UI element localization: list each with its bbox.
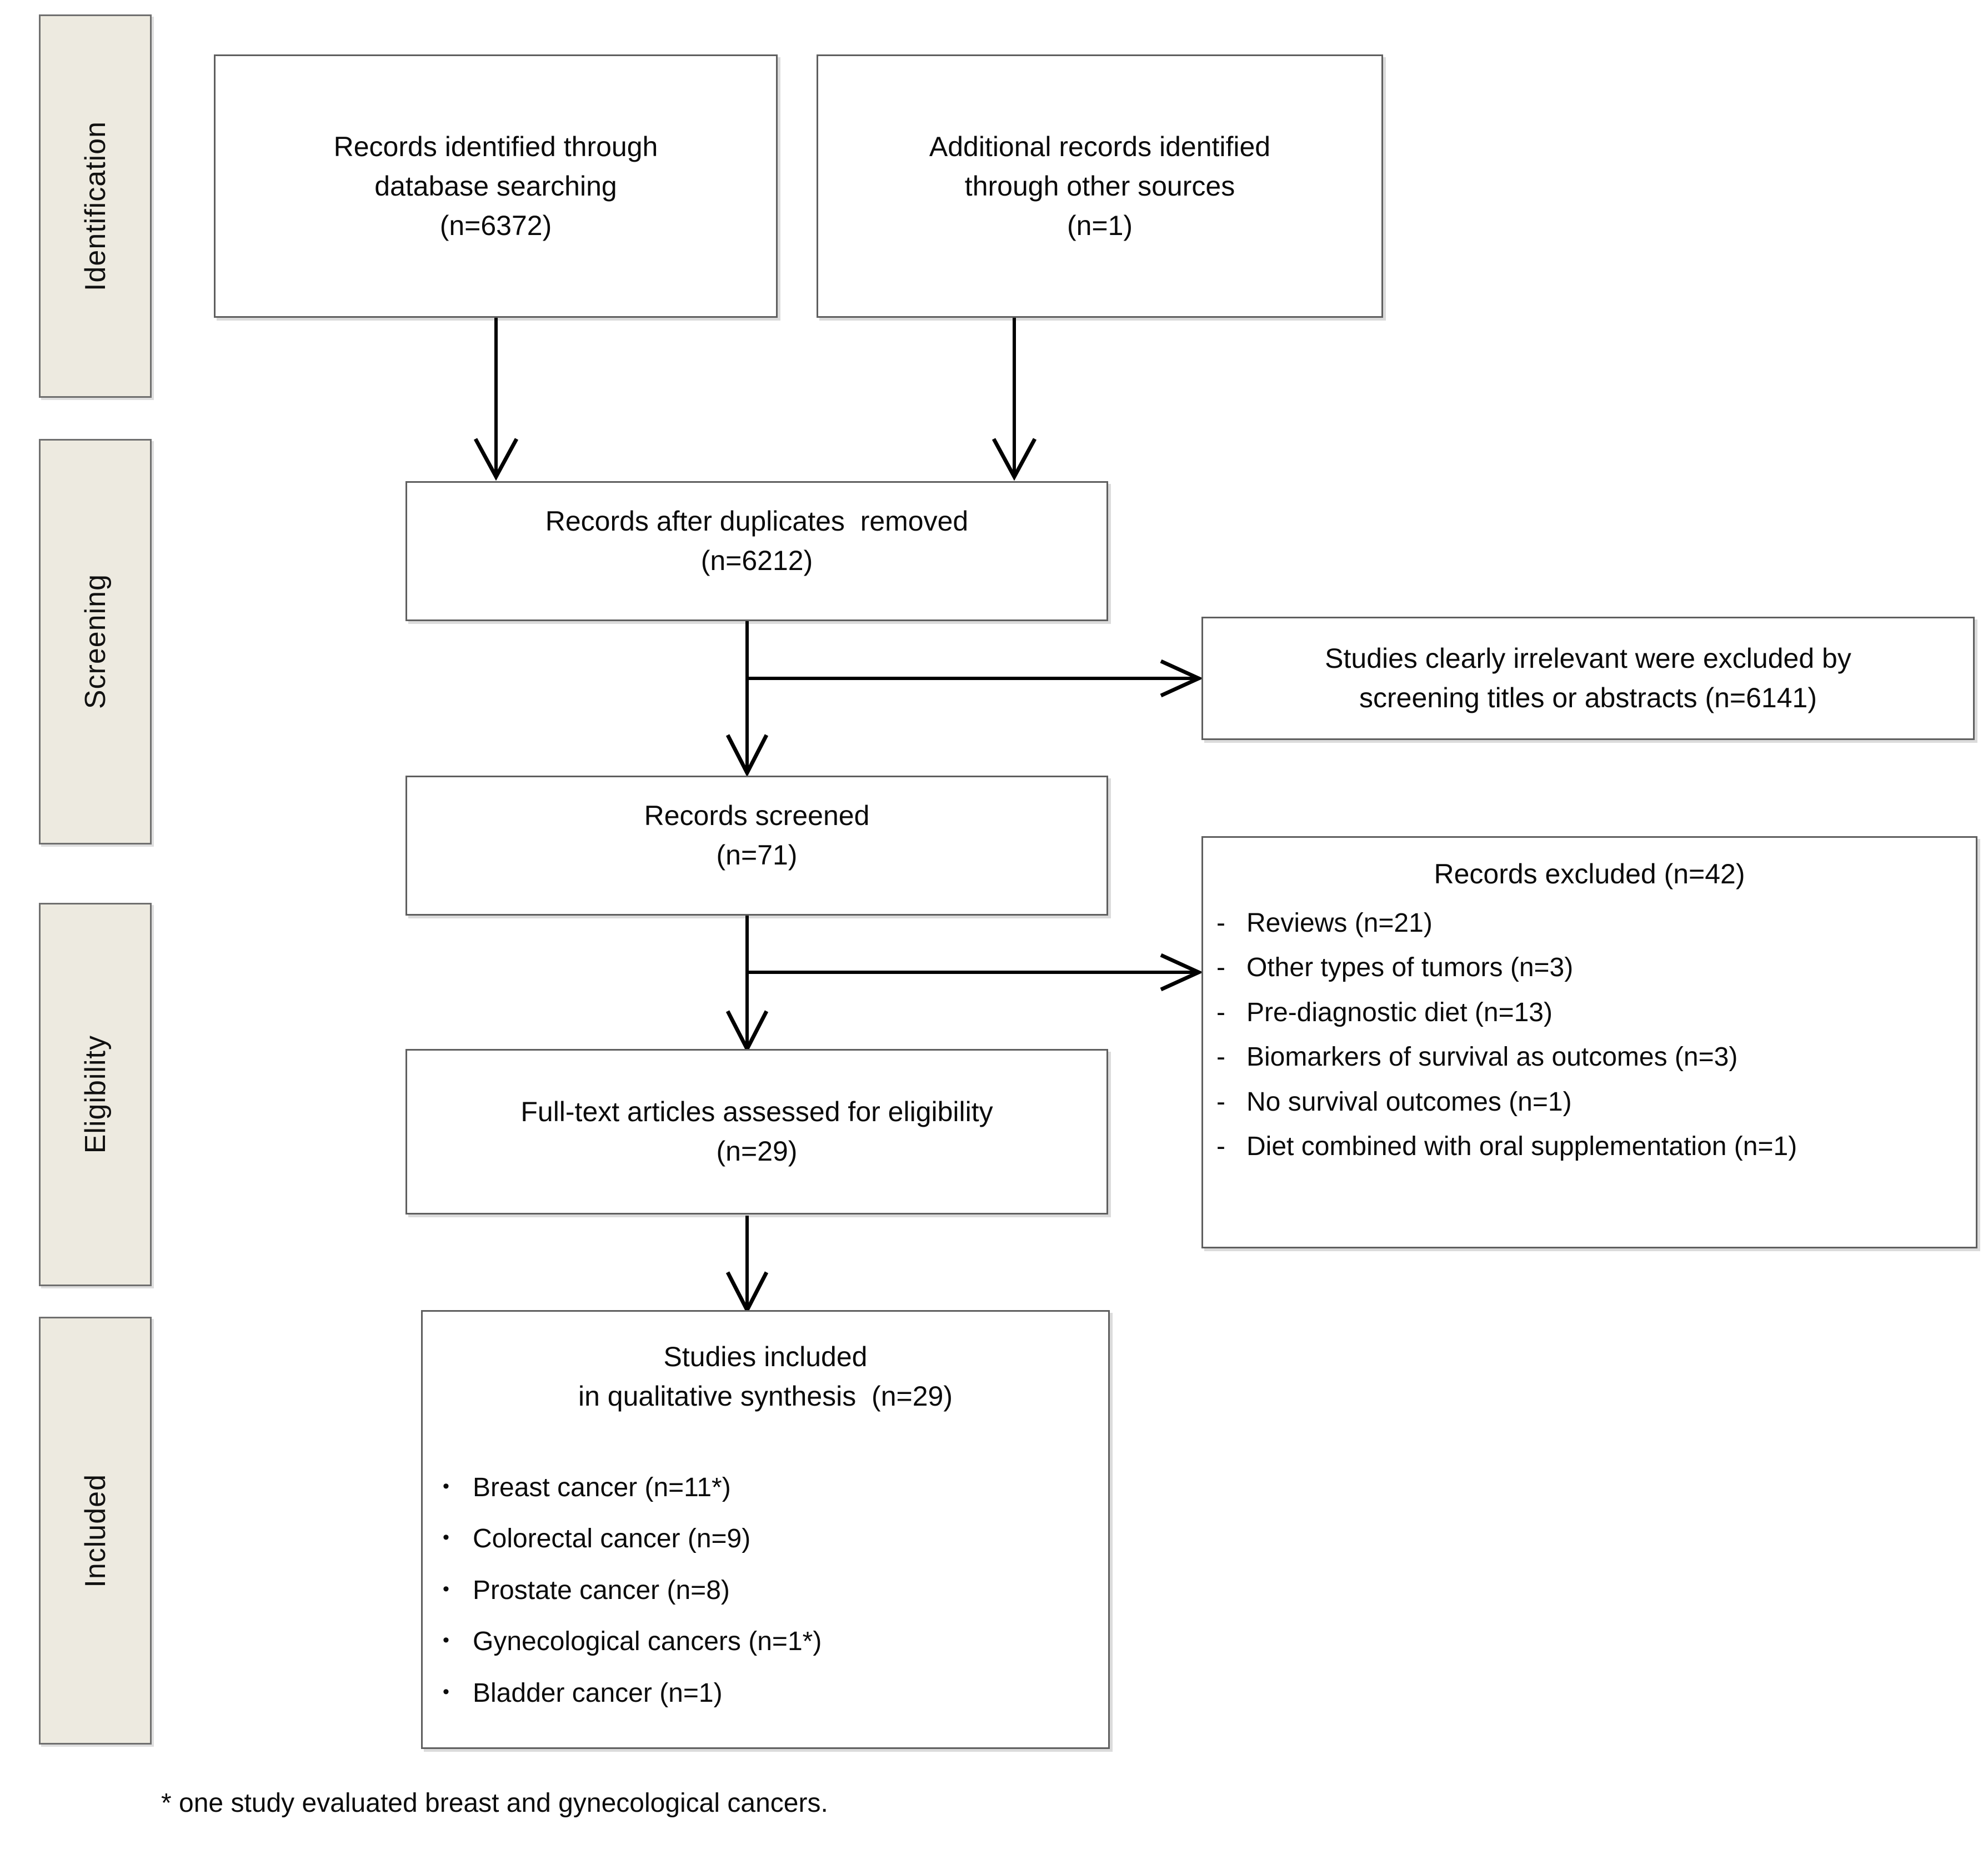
stage-label-identification: Identification [79,121,112,291]
records-excluded-list: - Reviews (n=21) - Other types of tumors… [1203,906,1976,1174]
box-line: Studies clearly irrelevant were excluded… [1325,643,1851,674]
list-item: - Pre-diagnostic diet (n=13) [1203,996,1976,1030]
list-item-label: Bladder cancer (n=1) [473,1678,723,1708]
box-records-screened: Records screened (n=71) [405,776,1108,916]
box-line: (n=6212) [700,545,813,576]
list-item-label: Gynecological cancers (n=1*) [473,1627,822,1657]
footnote: * one study evaluated breast and gynecol… [161,1788,828,1818]
stage-label-included: Included [79,1473,112,1588]
box-line: (n=1) [1066,209,1133,241]
list-item-label: Biomarkers of survival as outcomes (n=3) [1246,1042,1738,1072]
box-line: (n=71) [716,839,798,871]
dash-marker: - [1216,1042,1225,1072]
list-item: - Reviews (n=21) [1203,906,1976,941]
box-line: database searching [374,170,617,202]
box-line: Records after duplicates removed [545,506,969,537]
bullet-marker: • [443,1476,449,1497]
box-full-text-articles-assessed: Full-text articles assessed for eligibil… [405,1049,1108,1215]
dash-marker: - [1216,997,1225,1027]
bullet-marker: • [443,1578,449,1600]
stage-label-eligibility: Eligibility [79,1035,112,1154]
box-records-excluded: Records excluded (n=42) - Reviews (n=21)… [1201,836,1977,1248]
list-item-label: Pre-diagnostic diet (n=13) [1246,997,1553,1027]
box-line: in qualitative synthesis (n=29) [578,1381,953,1412]
list-item-label: Reviews (n=21) [1246,908,1433,938]
box-studies-included: Studies included in qualitative synthesi… [421,1310,1110,1749]
box-line: Additional records identified [929,131,1271,162]
box-records-identified-database: Records identified through database sear… [214,54,778,318]
box-line: Records screened [644,800,870,831]
list-item: • Colorectal cancer (n=9) [423,1522,1108,1556]
dash-marker: - [1216,908,1225,938]
list-item: - Diet combined with oral supplementatio… [1203,1130,1976,1164]
dash-marker: - [1216,1131,1225,1161]
box-line: (n=29) [716,1136,798,1167]
list-item: • Breast cancer (n=11*) [423,1471,1108,1505]
list-item: • Bladder cancer (n=1) [423,1676,1108,1711]
list-item-label: Prostate cancer (n=8) [473,1575,730,1605]
box-line: Records identified through [333,131,658,162]
list-item-label: Diet combined with oral supplementation … [1246,1131,1797,1161]
stage-band-eligibility: Eligibility [39,903,152,1286]
stage-band-identification: Identification [39,14,152,398]
list-item-label: Breast cancer (n=11*) [473,1473,731,1502]
box-line: Full-text articles assessed for eligibil… [520,1096,993,1127]
dash-marker: - [1216,953,1225,983]
box-line: Studies included [663,1341,868,1372]
box-line: (n=6372) [439,209,552,241]
dash-marker: - [1216,1087,1225,1117]
list-item: - Biomarkers of survival as outcomes (n=… [1203,1040,1976,1075]
box-line: screening titles or abstracts (n=6141) [1359,682,1817,713]
list-item-label: Colorectal cancer (n=9) [473,1524,751,1554]
studies-included-list: • Breast cancer (n=11*) • Colorectal can… [423,1471,1108,1727]
list-item: • Prostate cancer (n=8) [423,1573,1108,1608]
box-records-after-duplicates-removed: Records after duplicates removed (n=6212… [405,481,1108,621]
bullet-marker: • [443,1681,449,1702]
box-additional-records-other-sources: Additional records identified through ot… [817,54,1383,318]
list-item: - Other types of tumors (n=3) [1203,951,1976,985]
stage-band-included: Included [39,1317,152,1745]
box-line: through other sources [964,170,1235,202]
bullet-marker: • [443,1630,449,1651]
list-item-label: Other types of tumors (n=3) [1246,953,1574,983]
records-excluded-heading: Records excluded (n=42) [1434,858,1745,889]
stage-label-screening: Screening [79,574,112,709]
list-item-label: No survival outcomes (n=1) [1246,1087,1572,1117]
list-item: - No survival outcomes (n=1) [1203,1085,1976,1120]
list-item: • Gynecological cancers (n=1*) [423,1625,1108,1659]
box-studies-clearly-irrelevant-excluded: Studies clearly irrelevant were excluded… [1201,617,1975,740]
bullet-marker: • [443,1527,449,1548]
stage-band-screening: Screening [39,439,152,844]
